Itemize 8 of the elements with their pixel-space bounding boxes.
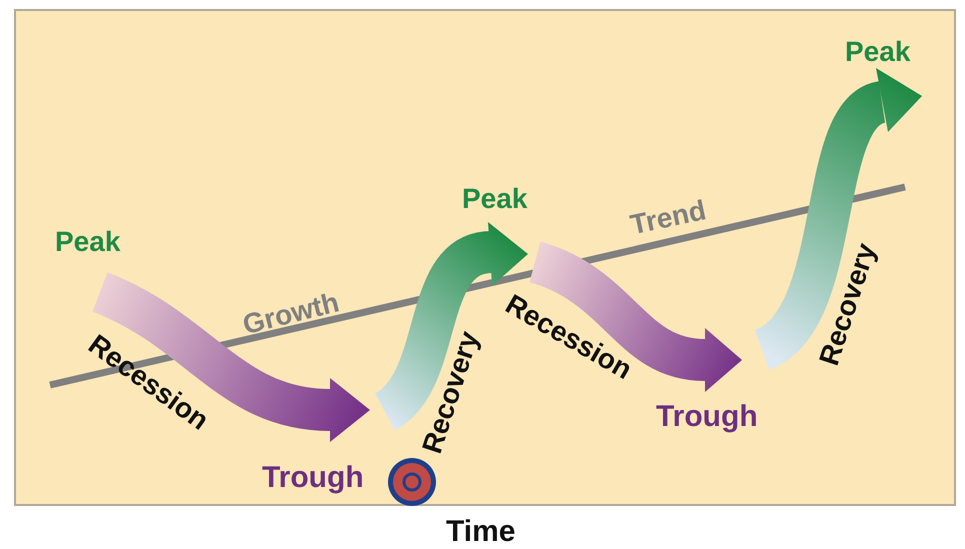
growth-label: Growth	[240, 288, 342, 340]
peak-label: Peak	[55, 228, 120, 256]
peak-label: Peak	[462, 185, 528, 213]
axis-title: Time	[446, 517, 516, 547]
trough-label: Trough	[656, 402, 758, 432]
trough-label: Trough	[262, 463, 364, 493]
trend-label: Trend	[628, 196, 708, 240]
peak-label: Peak	[845, 38, 910, 66]
